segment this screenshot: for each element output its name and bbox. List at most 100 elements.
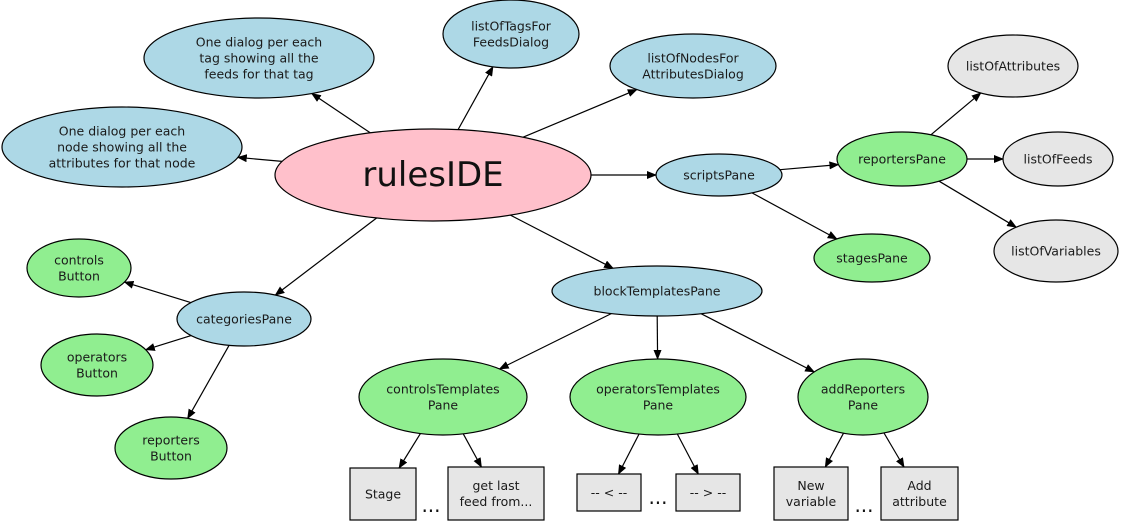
edge-rulesIDE-to-tagDialogs — [310, 92, 371, 134]
node-label-controlsButton: Button — [58, 269, 100, 284]
ellipsis-layer: ......... — [421, 485, 873, 517]
edge-controlsTemplatesPane-to-stageBox — [398, 433, 421, 469]
node-shape-ltBox — [576, 473, 642, 512]
node-shape-reportersPane — [836, 131, 968, 187]
node-label-listOfTagsForFeedsDialog: FeedsDialog — [473, 35, 549, 50]
node-shape-operatorsTemplatesPane — [569, 358, 747, 436]
node-label-scriptsPane: scriptsPane — [683, 168, 755, 183]
node-label-operatorsTemplatesPane: Pane — [643, 398, 674, 413]
node-label-controlsTemplatesPane: controlsTemplates — [386, 382, 499, 397]
node-shape-listOfFeeds — [1002, 131, 1114, 187]
node-label-reportersButton: Button — [150, 449, 192, 464]
node-stageBox: Stage — [349, 467, 417, 521]
node-label-operatorsButton: Button — [76, 366, 118, 381]
node-label-tagDialogs: One dialog per each — [196, 35, 322, 50]
node-shape-addReportersPane — [797, 358, 929, 436]
node-label-controlsTemplatesPane: Pane — [428, 398, 459, 413]
node-shape-listOfTagsForFeedsDialog — [442, 0, 580, 69]
node-shape-controlsTemplatesPane — [358, 358, 528, 436]
edge-rulesIDE-to-listOfNodesForAttributesDialog — [522, 89, 638, 138]
node-shape-blockTemplatesPane — [551, 265, 763, 317]
node-shape-listOfAttributes — [947, 34, 1079, 98]
node-listOfVariables: listOfVariables — [993, 219, 1119, 283]
edge-categoriesPane-to-operatorsButton — [144, 335, 192, 351]
node-label-operatorsTemplatesPane: operatorsTemplates — [596, 382, 720, 397]
edge-rulesIDE-to-listOfTagsForFeedsDialog — [457, 65, 494, 130]
node-label-addReportersPane: addReporters — [821, 382, 905, 397]
ellipsis-marker: ... — [648, 485, 667, 509]
node-label-getLastFeedBox: get last — [472, 478, 519, 493]
node-label-listOfFeeds: listOfFeeds — [1024, 152, 1093, 167]
node-label-nodeDialogs: node showing all the — [57, 140, 187, 155]
node-listOfAttributes: listOfAttributes — [947, 34, 1079, 98]
node-shape-getLastFeedBox — [447, 466, 545, 521]
node-shape-controlsButton — [26, 238, 132, 298]
node-label-rulesIDE: rulesIDE — [362, 155, 503, 195]
ellipsis-marker: ... — [854, 493, 873, 517]
edge-blockTemplatesPane-to-addReportersPane — [700, 313, 816, 373]
node-label-tagDialogs: feeds for that tag — [204, 67, 313, 82]
edge-addReportersPane-to-addAttributeBox — [883, 432, 905, 468]
edge-addReportersPane-to-newVariableBox — [824, 432, 845, 468]
edge-rulesIDE-to-blockTemplatesPane — [510, 214, 614, 269]
node-label-operatorsButton: operators — [67, 350, 127, 365]
edge-operatorsTemplatesPane-to-ltBox — [617, 433, 640, 475]
node-label-listOfNodesForAttributesDialog: listOfNodesFor — [647, 51, 739, 66]
node-shape-gtBox — [675, 473, 741, 512]
node-shape-operatorsButton — [40, 333, 154, 397]
edge-scriptsPane-to-reportersPane — [779, 161, 840, 171]
node-label-gtBox: -- > -- — [690, 485, 726, 500]
node-stagesPane: stagesPane — [813, 233, 931, 283]
node-shape-rulesIDE — [274, 128, 592, 222]
node-label-nodeDialogs: One dialog per each — [59, 124, 185, 139]
edge-reportersPane-to-listOfVariables — [938, 180, 1018, 228]
edge-rulesIDE-to-nodeDialogs — [236, 154, 283, 163]
node-label-newVariableBox: variable — [786, 494, 837, 509]
node-shape-listOfVariables — [993, 219, 1119, 283]
node-label-listOfTagsForFeedsDialog: listOfTagsFor — [471, 19, 552, 34]
edge-scriptsPane-to-stagesPane — [751, 192, 838, 240]
node-scriptsPane: scriptsPane — [655, 153, 783, 197]
edge-controlsTemplatesPane-to-getLastFeedBox — [462, 433, 482, 468]
node-rulesIDE: rulesIDE — [274, 128, 592, 222]
node-shape-categoriesPane — [176, 291, 312, 347]
edge-operatorsTemplatesPane-to-gtBox — [676, 433, 699, 475]
node-shape-nodeDialogs — [1, 106, 243, 188]
edges-layer — [123, 65, 1018, 475]
node-label-getLastFeedBox: feed from... — [460, 494, 533, 509]
node-label-listOfVariables: listOfVariables — [1011, 244, 1101, 259]
node-label-ltBox: -- < -- — [591, 485, 627, 500]
node-shape-newVariableBox — [773, 466, 849, 521]
node-shape-stagesPane — [813, 233, 931, 283]
node-label-categoriesPane: categoriesPane — [196, 312, 292, 327]
node-reportersPane: reportersPane — [836, 131, 968, 187]
node-label-reportersButton: reporters — [142, 433, 200, 448]
node-shape-tagDialogs — [143, 17, 375, 99]
node-label-listOfAttributes: listOfAttributes — [966, 59, 1060, 74]
edge-blockTemplatesPane-to-controlsTemplatesPane — [498, 312, 612, 370]
edge-reportersPane-to-listOfAttributes — [930, 92, 982, 136]
node-listOfFeeds: listOfFeeds — [1002, 131, 1114, 187]
node-label-newVariableBox: New — [797, 478, 824, 493]
node-ltBox: -- < -- — [576, 473, 642, 512]
node-label-tagDialogs: tag showing all the — [199, 51, 318, 66]
node-gtBox: -- > -- — [675, 473, 741, 512]
node-label-listOfNodesForAttributesDialog: AttributesDialog — [642, 67, 744, 82]
edge-categoriesPane-to-controlsButton — [123, 280, 191, 304]
node-blockTemplatesPane: blockTemplatesPane — [551, 265, 763, 317]
ellipsis-marker: ... — [421, 493, 440, 517]
